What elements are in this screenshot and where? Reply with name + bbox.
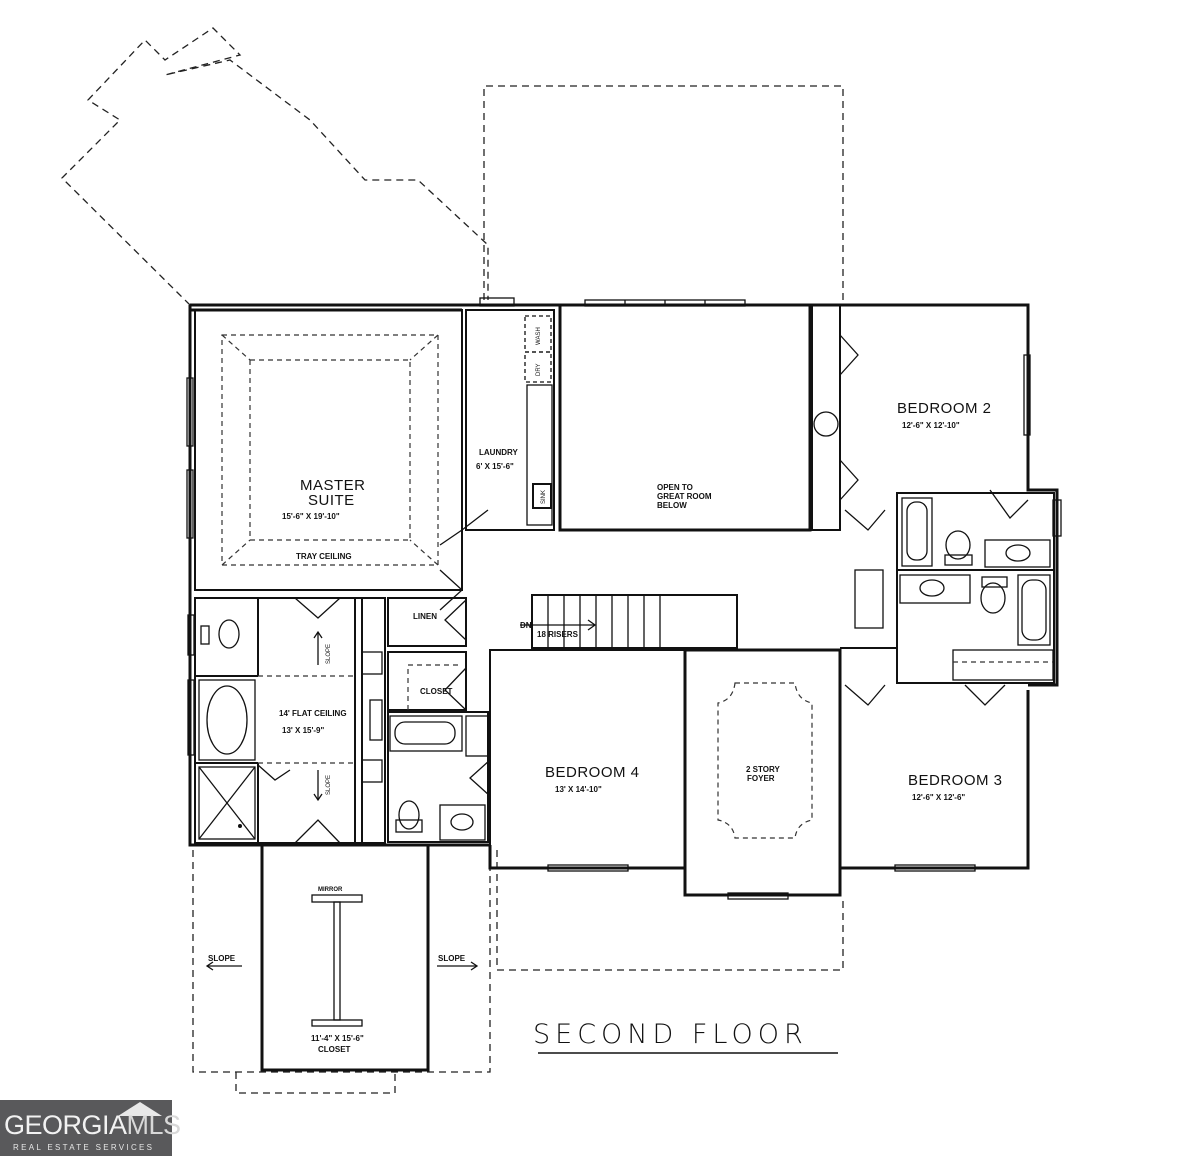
jack-jill-bath: [896, 492, 1055, 684]
sink-label: SINK: [541, 490, 547, 504]
hall-door: [439, 509, 489, 546]
master-suite-label-1: MASTER: [300, 477, 366, 494]
laundry-label: LAUNDRY: [479, 448, 518, 457]
slope-left-label: SLOPE: [208, 954, 236, 963]
open-to-label-2: GREAT ROOM: [657, 492, 712, 501]
bedroom2-dims: 12'-6" X 12'-10": [902, 421, 960, 430]
roof-logo-icon: [118, 1102, 162, 1116]
logo-tagline: REAL ESTATE SERVICES: [13, 1143, 155, 1152]
logo-brand-b: MLS: [126, 1110, 182, 1140]
georgia-mls-watermark: GEORGIAMLS REAL ESTATE SERVICES: [0, 1100, 181, 1156]
open-to-label-3: BELOW: [657, 501, 687, 510]
open-to-label-1: OPEN TO: [657, 483, 693, 492]
master-suite-walls: [194, 309, 463, 591]
master-suite-dims: 15'-6" X 19'-10": [282, 512, 340, 521]
tray-ceiling-outer: [221, 334, 439, 566]
master-bath-dims: 13' X 15'-9": [282, 726, 324, 735]
master-bath: [194, 597, 386, 844]
laundry-dims: 6' X 15'-6": [476, 462, 514, 471]
roof-outline-tab: [235, 1072, 396, 1094]
tray-ceiling-label: TRAY CEILING: [296, 552, 352, 561]
bedroom3-dims: 12'-6" X 12'-6": [912, 793, 965, 802]
floor-title: SECOND FLOOR: [533, 1019, 808, 1050]
slope-down-label: SLOPE: [326, 775, 332, 795]
foyer-label-2: FOYER: [747, 774, 775, 783]
great-room-windows: [584, 299, 746, 307]
master-suite-label-2: SUITE: [308, 492, 355, 509]
roof-outline-left: [61, 27, 489, 306]
stairs-direction: DN: [520, 621, 532, 630]
bedroom2-label: BEDROOM 2: [897, 400, 992, 417]
dryer-label: DRY: [536, 363, 542, 376]
bedroom4-walls: [489, 649, 686, 869]
roof-outline-top: [483, 85, 844, 305]
slope-up-label: SLOPE: [326, 644, 332, 664]
exterior-walls: [188, 303, 1059, 1072]
roof-outline-bottom: [496, 850, 844, 971]
foyer-ceiling-outline: [717, 682, 813, 839]
master-bath-ceiling-note: 14' FLAT CEILING: [279, 709, 347, 718]
bedroom3-label: BEDROOM 3: [908, 772, 1003, 789]
foyer-label-1: 2 STORY: [746, 765, 780, 774]
hall-bath: [387, 711, 489, 843]
stairs-risers: 18 RISERS: [537, 630, 579, 639]
logo-brand-a: GEORGIA: [4, 1110, 127, 1140]
bedroom4-dims: 13' X 14'-10": [555, 785, 602, 794]
closet-label: CLOSET: [420, 687, 453, 696]
laundry-walls: [465, 309, 555, 531]
linen-label: LINEN: [413, 612, 437, 621]
tray-ceiling-inner: [249, 359, 411, 541]
slope-right-label: SLOPE: [438, 954, 466, 963]
walk-in-closet-dims: 11'-4" X 15'-6": [311, 1034, 364, 1043]
roof-outline-bottom-left: [192, 845, 491, 1073]
mirror-label: MIRROR: [318, 887, 343, 893]
walk-in-closet-label: CLOSET: [318, 1045, 351, 1054]
staircase: [520, 594, 738, 649]
washer-label: WASH: [536, 327, 542, 345]
bedroom4-label: BEDROOM 4: [545, 764, 640, 781]
